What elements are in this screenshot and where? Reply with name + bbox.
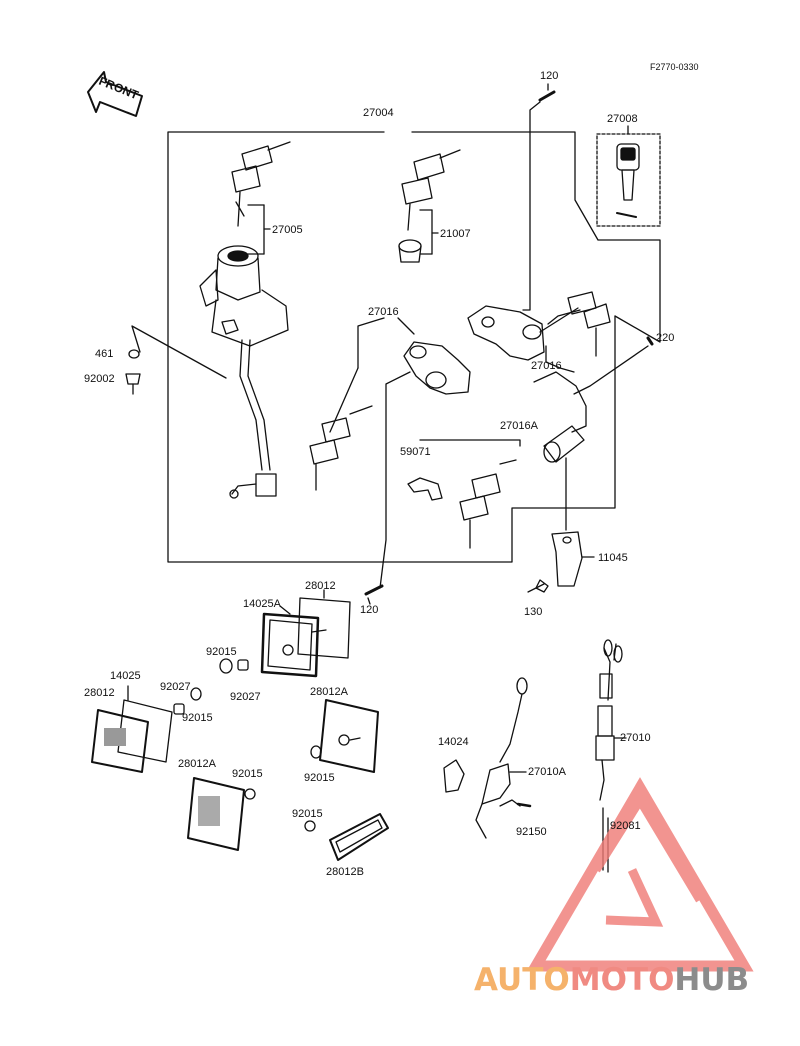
- lock-27016-center: [309, 317, 471, 589]
- part-label-14024: 14024: [438, 736, 469, 748]
- part-label-120-mid: 120: [360, 604, 379, 616]
- part-label-27010A: 27010A: [528, 766, 566, 778]
- part-label-92015-d: 92015: [232, 768, 263, 780]
- switch-27010A: [443, 677, 532, 839]
- part-label-120-top: 120: [540, 70, 559, 82]
- part-label-92081: 92081: [610, 820, 641, 832]
- part-label-14025A: 14025A: [243, 598, 281, 610]
- part-label-11045: 11045: [598, 552, 628, 564]
- bracket-11045: [527, 531, 595, 593]
- fasteners-left: [125, 325, 227, 395]
- part-label-220: 220: [656, 332, 675, 344]
- part-label-461: 461: [95, 348, 114, 360]
- part-label-28012A-a: 28012A: [310, 686, 348, 698]
- part-label-130: 130: [524, 606, 543, 618]
- small-fasteners: [173, 658, 322, 832]
- watermark-hub: HUB: [674, 962, 750, 998]
- watermark-moto: MOTO: [569, 962, 675, 998]
- part-label-21007: 21007: [440, 228, 471, 240]
- keys-21007: [398, 149, 461, 263]
- key-card-27008: [596, 125, 661, 227]
- watermark-logo: [526, 777, 754, 972]
- lamp-28012-top: [260, 589, 351, 678]
- part-label-92015-a: 92015: [206, 646, 237, 658]
- part-label-27004: 27004: [363, 107, 394, 119]
- bolt-120-mid: [364, 584, 384, 605]
- drawing-code: F2770-0330: [650, 62, 699, 72]
- screw-220: [573, 336, 654, 395]
- assembly-outline-27004: [167, 131, 661, 563]
- reflector-28012B: [329, 813, 389, 861]
- part-label-92015-e: 92015: [292, 808, 323, 820]
- part-label-28012A-b: 28012A: [178, 758, 216, 770]
- part-label-27008: 27008: [607, 113, 638, 125]
- part-label-14025: 14025: [110, 670, 141, 682]
- lock-27016-right: [467, 291, 611, 373]
- lamp-28012A-low: [187, 777, 245, 851]
- part-label-92027-a: 92027: [230, 691, 261, 703]
- front-arrow: [87, 71, 143, 117]
- keys-27005: [231, 141, 291, 255]
- part-label-28012B: 28012B: [326, 866, 364, 878]
- part-label-28012-a: 28012: [305, 580, 336, 592]
- watermark-auto: AUTO: [474, 962, 570, 998]
- part-label-92027-b: 92027: [160, 681, 191, 693]
- lamp-28012-left: [91, 685, 173, 773]
- watermark-text: AUTOMOTOHUB: [474, 962, 749, 998]
- part-label-27005: 27005: [272, 224, 303, 236]
- part-label-27010: 27010: [620, 732, 651, 744]
- part-label-92002: 92002: [84, 373, 115, 385]
- part-label-27016-top: 27016: [368, 306, 399, 318]
- lock-27016A: [419, 371, 587, 549]
- part-label-92015-b: 92015: [182, 712, 213, 724]
- bolt-120-top: [522, 83, 556, 311]
- lamp-28012A-mid: [319, 699, 379, 773]
- part-label-27016A: 27016A: [500, 420, 538, 432]
- part-label-59071: 59071: [400, 446, 431, 458]
- clip-59071: [407, 477, 443, 501]
- part-label-28012-b: 28012: [84, 687, 115, 699]
- part-label-27016-right: 27016: [531, 360, 562, 372]
- part-label-92015-c: 92015: [304, 772, 335, 784]
- ignition-switch: [199, 245, 289, 499]
- part-label-92150: 92150: [516, 826, 547, 838]
